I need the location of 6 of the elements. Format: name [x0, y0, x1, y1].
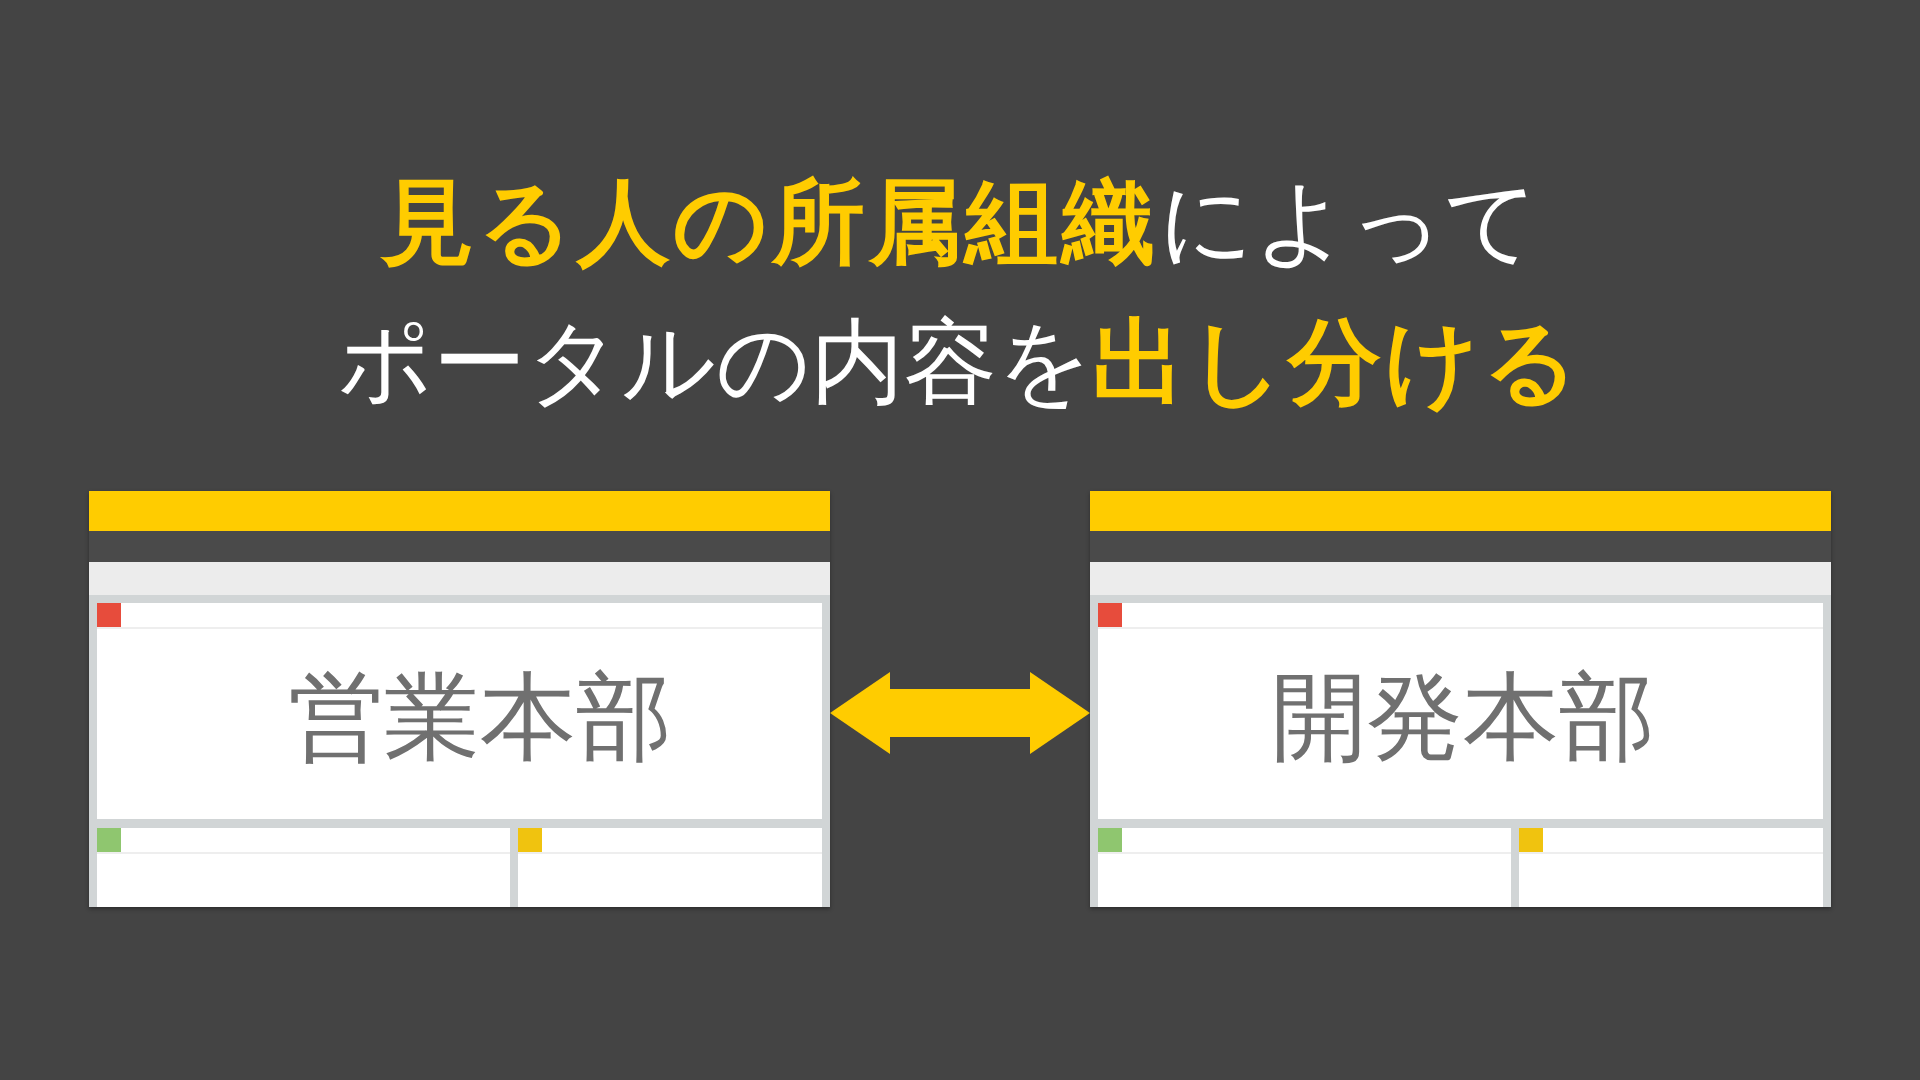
double-arrow [830, 672, 1090, 754]
department-name: 開発本部 [1269, 669, 1656, 765]
department-name: 営業本部 [286, 669, 673, 765]
title: 見る人の所属組織によってポータルの内容を出し分ける [337, 169, 1583, 416]
portal-window [89, 491, 830, 907]
portal-window [1090, 491, 1831, 907]
